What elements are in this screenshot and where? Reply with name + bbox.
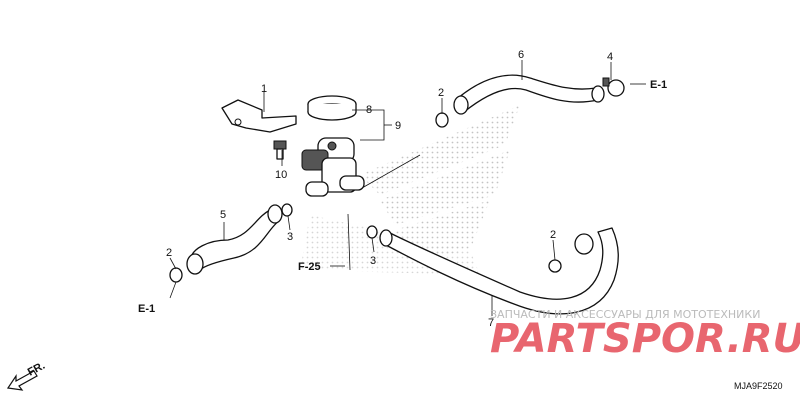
callout-10: 10: [275, 169, 287, 181]
reference-f25: F-25: [298, 261, 321, 273]
front-arrow-icon: [6, 370, 38, 391]
bolt-part: [273, 140, 287, 160]
bracket-part: [221, 99, 297, 133]
hose-6: [453, 74, 605, 115]
hose-7: [379, 227, 619, 315]
callout-6: 6: [518, 49, 524, 61]
callout-2-left: 2: [166, 247, 172, 259]
callout-3-center: 3: [370, 255, 376, 267]
hose-5: [186, 204, 283, 275]
band-part: [307, 95, 357, 121]
watermark: ЗАПЧАСТИ И АКСЕССУАРЫ ДЛЯ МОТОТЕХНИКИ PA…: [490, 308, 800, 362]
callout-9: 9: [395, 120, 401, 132]
watermark-logo: PARTSPOR.RU: [490, 316, 800, 362]
diagram-code: MJA9F2520: [734, 381, 783, 391]
reference-e1-bottom: E-1: [138, 303, 155, 315]
callout-1: 1: [261, 83, 267, 95]
air-injection-valve: [301, 137, 365, 197]
callout-4: 4: [607, 51, 613, 63]
front-label: FR.: [26, 360, 47, 379]
front-direction-indicator: FR.: [6, 360, 47, 391]
clip-parts: [169, 112, 562, 283]
callout-2-right: 2: [550, 229, 556, 241]
reference-e1-top: E-1: [650, 79, 667, 91]
callout-2-top: 2: [438, 87, 444, 99]
callout-labels: 1 2 2 2 3 3 4 5 6 7 8 9 10 E-1 E-1 F-25: [138, 49, 667, 329]
watermark-tagline: ЗАПЧАСТИ И АКСЕССУАРЫ ДЛЯ МОТОТЕХНИКИ: [490, 308, 760, 321]
clamp-part: [602, 77, 625, 97]
callout-3-left: 3: [287, 231, 293, 243]
leader-lines: [169, 60, 646, 316]
callout-7: 7: [488, 317, 494, 329]
callout-5: 5: [220, 209, 226, 221]
callout-8: 8: [366, 104, 372, 116]
